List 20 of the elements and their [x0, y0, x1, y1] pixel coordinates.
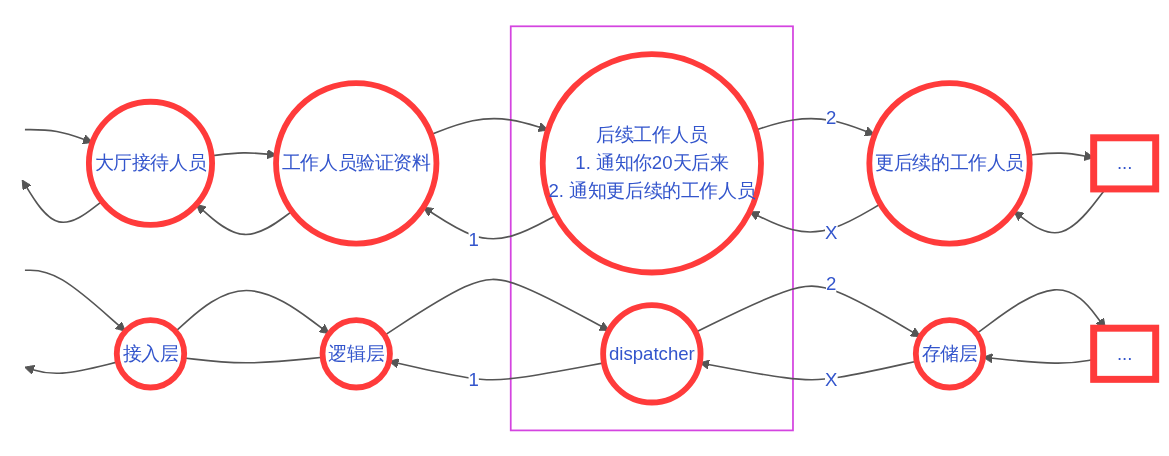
node-circle: 工作人员验证资料 [273, 79, 440, 247]
node-box: ... [1090, 324, 1160, 383]
node-circle: 后续工作人员 1. 通知你20天后来 2. 通知更后续的工作人员 [539, 50, 764, 276]
arrow [195, 203, 293, 235]
edge-label: 2 [825, 273, 837, 294]
edge-label: 1 [468, 229, 479, 249]
edge-label: X [824, 369, 838, 390]
edge-label: X [824, 222, 838, 242]
node-circle: 更后续的工作人员 [866, 79, 1033, 247]
cluster [509, 25, 794, 431]
arrow [21, 179, 103, 223]
node-circle: 存储层 [912, 316, 987, 391]
edge-label: 2 [825, 107, 837, 128]
arrow [24, 269, 126, 332]
node-circle: 大厅接待人员 [85, 98, 215, 228]
edge-label: 1 [468, 369, 479, 390]
node-box: ... [1090, 133, 1160, 193]
node-circle: 接入层 [113, 316, 188, 391]
node-circle: 逻辑层 [319, 316, 393, 391]
node-circle: dispatcher [600, 301, 704, 406]
